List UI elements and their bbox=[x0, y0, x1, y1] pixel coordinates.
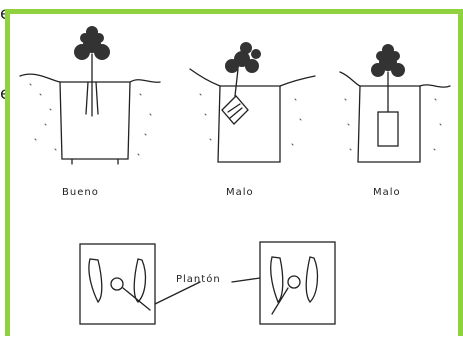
illustration-frame: Bueno Malo Malo Plantón bbox=[5, 9, 463, 336]
bad-planting-pit-2 bbox=[340, 72, 450, 162]
bad-planting-pit-1 bbox=[190, 69, 315, 162]
label-leader-left bbox=[155, 282, 200, 304]
caption-seedling: Plantón bbox=[176, 274, 221, 285]
caption-bad-1: Malo bbox=[226, 187, 254, 198]
bad-tree-foliage-1 bbox=[225, 42, 261, 73]
planting-illustration bbox=[10, 14, 458, 341]
label-leader-right bbox=[232, 278, 260, 282]
caption-bad-2: Malo bbox=[373, 187, 401, 198]
footprint-square-right bbox=[260, 242, 335, 324]
caption-good: Bueno bbox=[62, 187, 99, 198]
footprint-square-left bbox=[80, 244, 155, 324]
good-planting-pit bbox=[20, 54, 160, 164]
